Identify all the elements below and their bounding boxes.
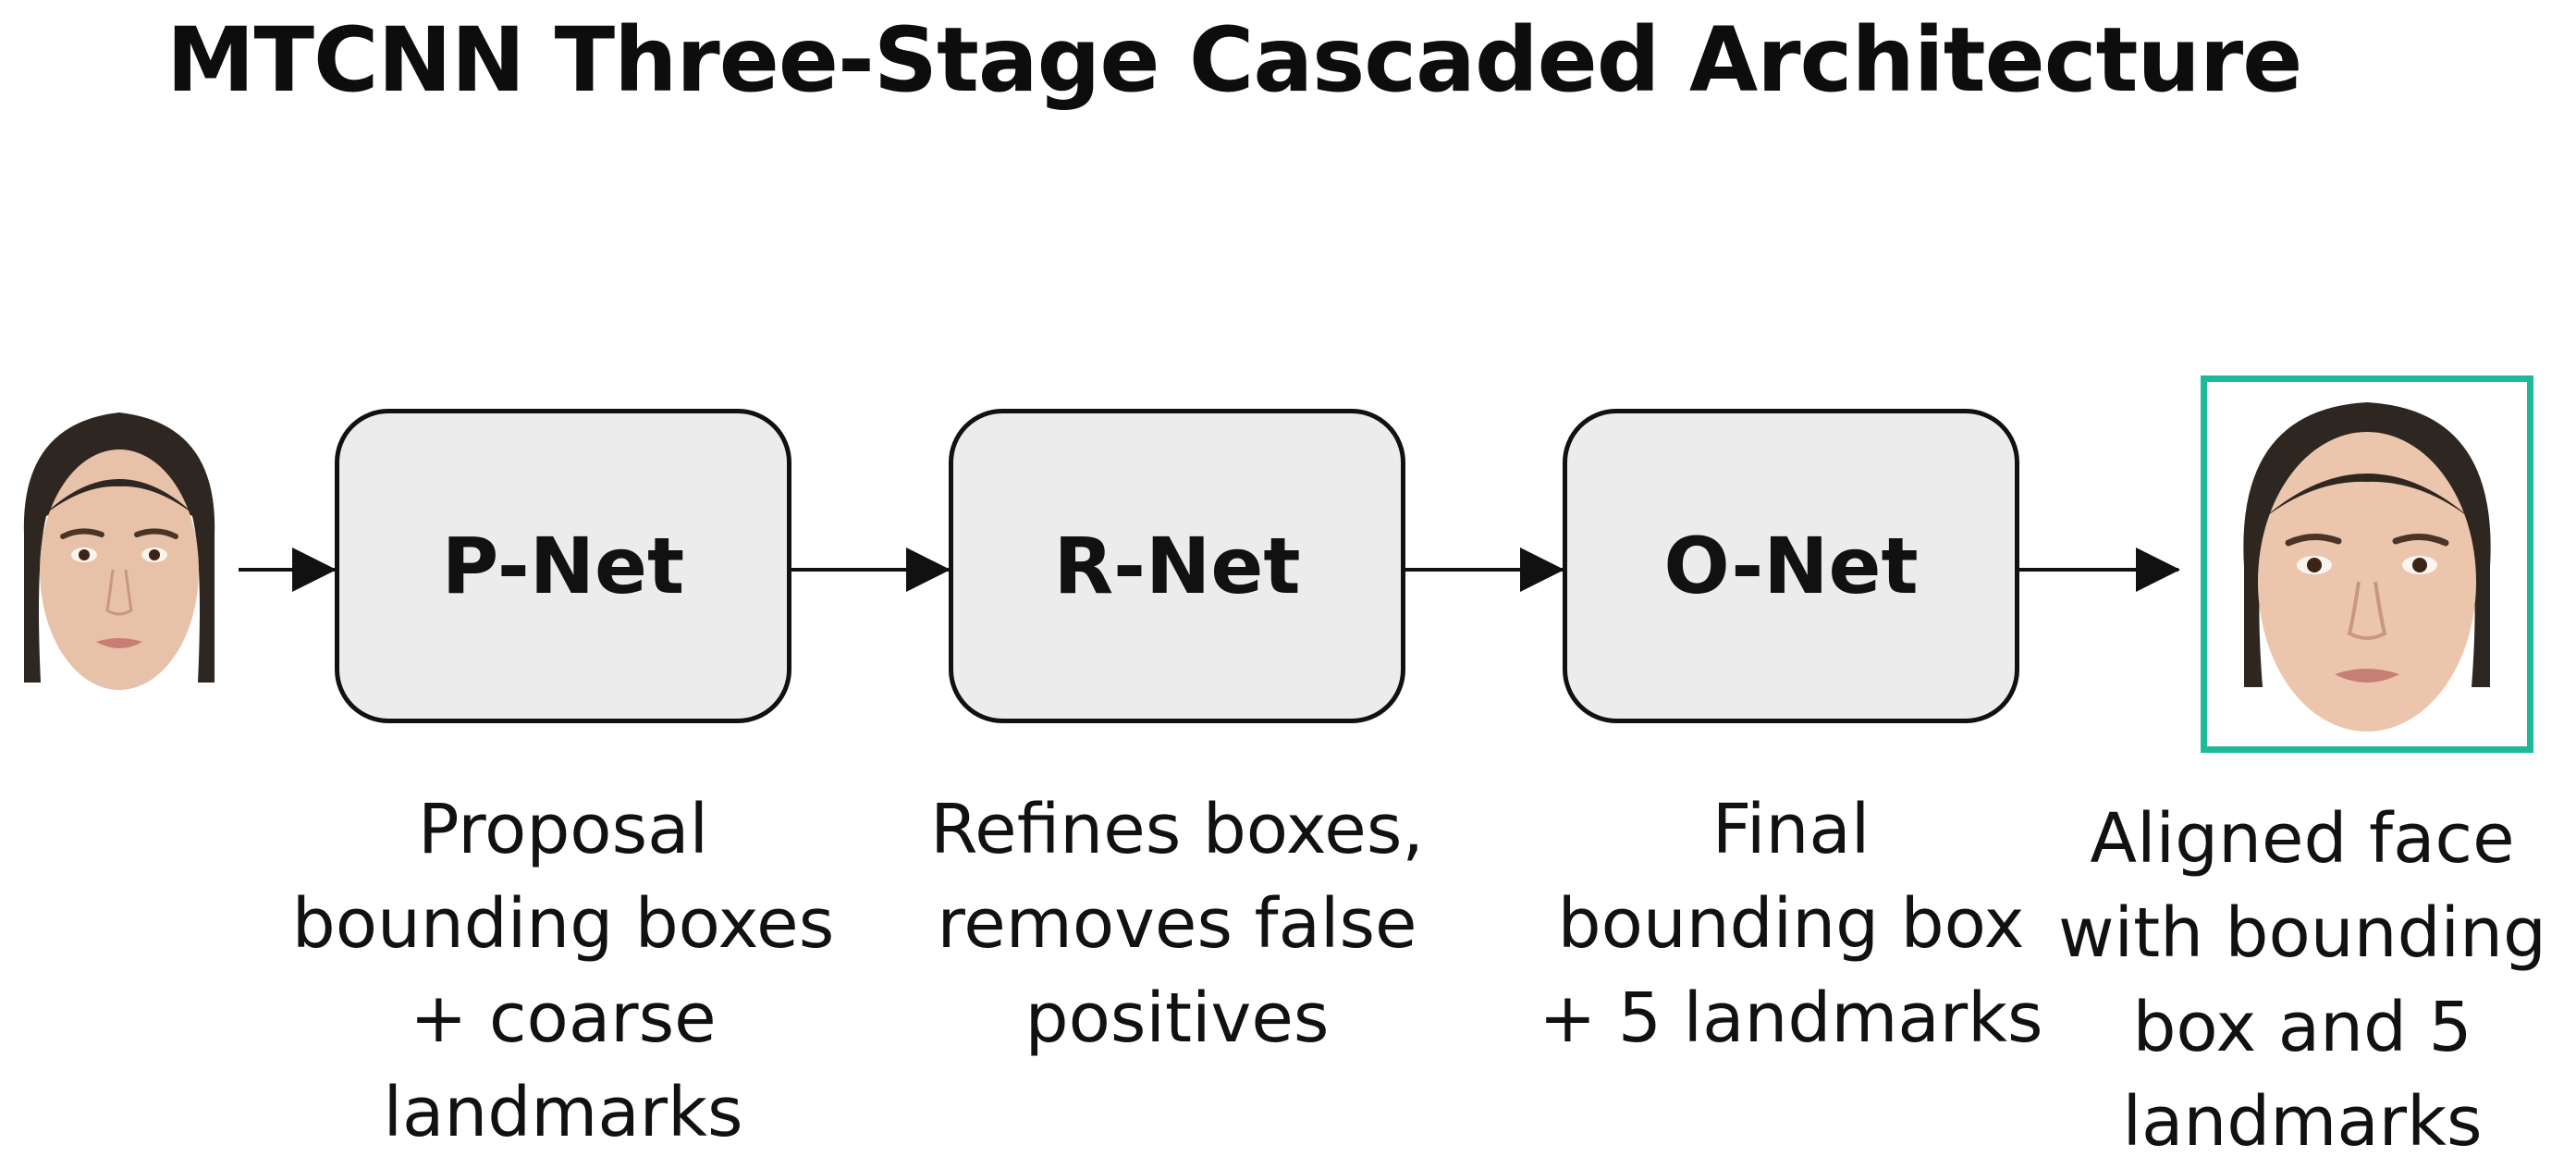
stage-box-rnet: R-Net	[949, 409, 1405, 723]
stage-label-pnet: P-Net	[441, 521, 685, 611]
arrow-input-to-pnet	[239, 548, 337, 592]
caption-line: box and 5	[2132, 988, 2472, 1067]
stage-box-pnet: P-Net	[335, 409, 791, 723]
caption-line: positives	[1024, 978, 1330, 1058]
stage-label-onet: O-Net	[1663, 521, 1919, 611]
caption-line: removes false	[937, 884, 1417, 964]
stage-caption-onet: Final bounding box + 5 landmarks	[1514, 782, 2068, 1065]
caption-line: Final	[1711, 790, 1871, 869]
caption-line: with bounding	[2058, 893, 2546, 973]
output-caption: Aligned face with bounding box and 5 lan…	[2034, 792, 2570, 1169]
input-face-image	[17, 405, 222, 703]
caption-line: Aligned face	[2090, 799, 2515, 879]
stage-caption-pnet: Proposal bounding boxes + coarse landmar…	[286, 782, 840, 1160]
caption-line: Proposal	[417, 790, 709, 869]
face-photo-icon	[17, 405, 222, 703]
diagram-title: MTCNN Three-Stage Cascaded Architecture	[166, 8, 2302, 112]
output-face-frame	[2201, 375, 2533, 753]
caption-line: + 5 landmarks	[1539, 978, 2043, 1058]
caption-line: Refines boxes,	[930, 790, 1424, 869]
caption-line: bounding boxes	[291, 884, 835, 964]
caption-line: + coarse	[410, 978, 717, 1058]
caption-line: bounding box	[1557, 884, 2025, 964]
stage-label-rnet: R-Net	[1053, 521, 1301, 611]
aligned-face-photo-icon	[2207, 382, 2527, 746]
caption-line: landmarks	[383, 1073, 743, 1152]
stage-caption-rnet: Refines boxes, removes false positives	[900, 782, 1454, 1065]
arrow-pnet-to-rnet	[791, 548, 951, 592]
arrow-rnet-to-onet	[1405, 548, 1564, 592]
caption-line: landmarks	[2122, 1082, 2483, 1162]
arrow-onet-to-output	[2019, 548, 2180, 592]
stage-box-onet: O-Net	[1563, 409, 2019, 723]
